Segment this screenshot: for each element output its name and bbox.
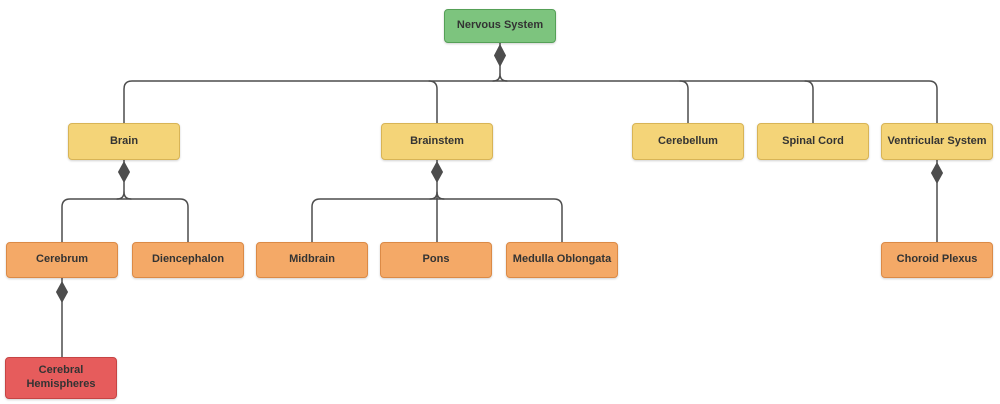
node-label: Nervous System [456,19,544,32]
node-medulla-oblongata[interactable]: Medulla Oblongata [506,242,618,278]
connector-drop-brainstem [428,80,438,124]
diamond-marker-icon [430,160,444,184]
diamond-marker-icon [930,161,944,185]
node-label: Brainstem [410,134,464,147]
connector-rail [123,80,938,124]
connector-rail [61,198,189,243]
connector-ventricular-to-choroid [930,159,944,243]
node-cerebrum[interactable]: Cerebrum [6,242,118,278]
node-label: Ventricular System [887,134,987,147]
node-label: Cerebrum [36,253,88,266]
node-pons[interactable]: Pons [380,242,492,278]
node-label: Pons [422,253,450,266]
node-brain[interactable]: Brain [68,123,180,160]
node-label: Diencephalon [151,253,225,266]
node-midbrain[interactable]: Midbrain [256,242,368,278]
node-choroid-plexus[interactable]: Choroid Plexus [881,242,993,278]
node-label: Spinal Cord [782,134,844,147]
node-cerebral-hemispheres[interactable]: Cerebral Hemispheres [5,357,117,399]
diamond-marker-icon [55,280,69,304]
connector-root-to-children [123,42,938,124]
node-label: Brain [109,134,139,147]
node-ventricular-system[interactable]: Ventricular System [881,123,993,160]
connector-rail [311,198,563,243]
node-diencephalon[interactable]: Diencephalon [132,242,244,278]
connector-drop-spinal-cord [804,80,814,124]
diamond-marker-icon [493,43,507,68]
node-spinal-cord[interactable]: Spinal Cord [757,123,869,160]
connector-drop-cerebellum [679,80,689,124]
node-label: Midbrain [289,253,335,266]
connector-brainstem-to-children [311,159,563,243]
diamond-marker-icon [117,160,131,184]
node-cerebellum[interactable]: Cerebellum [632,123,744,160]
node-label: Cerebellum [658,134,718,147]
connector-cerebrum-to-hemispheres [55,277,69,358]
node-nervous-system[interactable]: Nervous System [444,9,556,43]
node-label: Medulla Oblongata [512,253,612,266]
connector-junction [492,73,508,82]
node-brainstem[interactable]: Brainstem [381,123,493,160]
connector-brain-to-children [61,159,189,243]
node-label: Cerebral Hemispheres [26,364,96,390]
node-label: Choroid Plexus [896,253,978,266]
connector-junction [116,191,132,200]
